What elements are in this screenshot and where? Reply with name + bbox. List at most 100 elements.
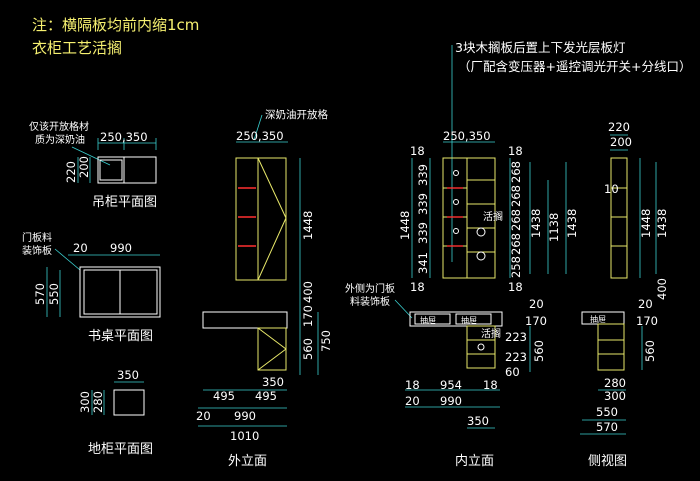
dim-wall-width: 250,350 xyxy=(100,130,148,144)
dim-ie-560: 560 xyxy=(532,340,546,362)
inner-desk-pedestal xyxy=(466,325,496,369)
callout-live-shelf-2: 活搁 xyxy=(481,327,501,340)
dim-sv-170: 170 xyxy=(636,314,658,328)
dim-sv-560: 560 xyxy=(643,340,657,362)
desk-plan: 门板料 装饰板 20 990 570 550 书桌平面图 xyxy=(22,231,161,344)
dim-ie-b20: 20 xyxy=(405,394,420,408)
dim-oe-w5: 990 xyxy=(234,409,256,423)
dim-ie-268b: 268 xyxy=(509,185,523,207)
wall-cabinet-outline xyxy=(97,156,157,184)
dim-desk-d2: 550 xyxy=(47,283,61,305)
leader xyxy=(71,146,111,166)
caption-outer-elevation: 外立面 xyxy=(228,454,267,469)
dim-sv-200: 200 xyxy=(610,135,632,149)
dim-sv-1438: 1438 xyxy=(655,209,669,238)
floor-cabinet-plan: 350 300 280 地柜平面图 xyxy=(78,368,153,457)
dim-ie-339a: 339 xyxy=(416,164,430,186)
dim-sv-220: 220 xyxy=(608,120,630,134)
side-desk-pedestal xyxy=(597,323,625,371)
outer-desk-top xyxy=(202,311,288,329)
dim-oe-h3: 170 xyxy=(301,305,315,327)
dim-ie-60: 60 xyxy=(505,365,520,379)
side-view: 220 200 10 1448 1438 400 抽屉 20 170 560 2… xyxy=(580,120,669,469)
drawer-label: 抽屉 xyxy=(420,315,436,325)
callout-door-panel-1: 门板料 xyxy=(22,231,52,244)
dim-sv-300: 300 xyxy=(604,389,626,403)
note-wardrobe-shelf: 衣柜工艺活搁 xyxy=(32,39,122,57)
dim-ie-18b: 18 xyxy=(410,280,425,294)
callout-outer-door-1: 外侧为门板 xyxy=(345,282,395,295)
drawer-label: 抽屉 xyxy=(590,314,606,324)
dim-ie-1438b: 1438 xyxy=(565,209,579,238)
dim-desk-w2: 990 xyxy=(110,241,132,255)
dim-ie-b18b: 18 xyxy=(483,378,498,392)
inner-cabinet-body xyxy=(442,157,496,279)
dim-ie-258: 258 xyxy=(509,256,523,278)
dim-sv-570: 570 xyxy=(596,420,618,434)
dim-sv-10: 10 xyxy=(604,182,619,196)
desk-outline xyxy=(79,266,161,318)
dim-ie-223b: 223 xyxy=(505,350,527,364)
dim-oe-h2: 400 xyxy=(301,281,315,303)
dim-sv-400: 400 xyxy=(655,278,669,300)
dim-oe-h1: 1448 xyxy=(301,211,315,240)
outer-cabinet-body xyxy=(235,157,287,281)
note-lamp-line2: （厂配含变压器+遥控调光开关+分线口） xyxy=(458,59,691,74)
dim-floor-d2: 280 xyxy=(91,391,105,413)
outer-desk-pedestal xyxy=(257,327,287,371)
drawer-label: 抽屉 xyxy=(461,315,477,325)
dim-ie-1438a: 1438 xyxy=(529,209,543,238)
dim-oe-w3: 495 xyxy=(255,389,277,403)
dim-oe-w4: 20 xyxy=(196,409,211,423)
dim-ie-20r: 20 xyxy=(529,297,544,311)
dim-ie-268a: 268 xyxy=(509,161,523,183)
dim-ie-341: 341 xyxy=(416,252,430,274)
dim-ie-170r: 170 xyxy=(525,314,547,328)
dim-ie-990: 990 xyxy=(440,394,462,408)
caption-side-view: 侧视图 xyxy=(588,454,627,469)
callout-shelf-material-1: 仅该开放格材 xyxy=(29,120,89,133)
dim-ie-954: 954 xyxy=(440,378,462,392)
dim-desk-w1: 20 xyxy=(73,241,88,255)
dim-sv-550: 550 xyxy=(596,405,618,419)
dim-ie-350: 350 xyxy=(467,414,489,428)
callout-live-shelf-1: 活搁 xyxy=(483,210,503,223)
outer-elevation: 深奶油开放格 250,350 1448 400 170 560 750 350 … xyxy=(196,108,333,469)
dim-oe-w6: 1010 xyxy=(230,429,259,443)
note-lamp-line1: 3块木搁板后置上下发光层板灯 xyxy=(455,40,625,55)
dim-floor-w: 350 xyxy=(117,368,139,382)
callout-door-panel-2: 装饰板 xyxy=(22,244,52,257)
dim-wall-d1: 220 xyxy=(64,161,78,183)
dim-ie-18d: 18 xyxy=(508,280,523,294)
caption-desk-plan: 书桌平面图 xyxy=(88,329,153,344)
dim-ie-1138: 1138 xyxy=(547,213,561,242)
inner-elevation: 250,350 活搁 18 18 18 18 339 339 339 341 1… xyxy=(345,129,579,469)
floor-cabinet-outline xyxy=(113,389,145,416)
dim-oe-w2: 495 xyxy=(213,389,235,403)
dim-ie-339b: 339 xyxy=(416,193,430,215)
caption-inner-elevation: 内立面 xyxy=(455,453,494,469)
dim-sv-20: 20 xyxy=(638,297,653,311)
callout-shelf-material-2: 质为深奶油 xyxy=(35,133,85,146)
dim-ie-b18: 18 xyxy=(405,378,420,392)
dim-wall-d2: 200 xyxy=(77,156,91,178)
dim-oe-h4: 560 xyxy=(301,338,315,360)
dim-floor-d1: 300 xyxy=(78,391,92,413)
dim-oe-top: 250,350 xyxy=(236,129,284,143)
dim-oe-w1: 350 xyxy=(262,375,284,389)
dim-ie-268d: 268 xyxy=(509,233,523,255)
wall-cabinet-plan: 仅该开放格材 质为深奶油 250,350 220 200 吊柜平面图 xyxy=(29,120,157,210)
dim-ie-268c: 268 xyxy=(509,209,523,231)
dim-oe-h5: 750 xyxy=(319,330,333,352)
dim-ie-18c: 18 xyxy=(508,144,523,158)
caption-wall-cabinet-plan: 吊柜平面图 xyxy=(92,195,157,210)
dim-ie-339c: 339 xyxy=(416,222,430,244)
dim-desk-d1: 570 xyxy=(33,283,47,305)
note-front-setback: 注：横隔板均前内缩1cm xyxy=(32,16,199,34)
dim-sv-280: 280 xyxy=(604,376,626,390)
side-cabinet-body xyxy=(610,157,628,279)
dim-ie-223a: 223 xyxy=(505,330,527,344)
callout-cream-open: 深奶油开放格 xyxy=(265,108,328,121)
